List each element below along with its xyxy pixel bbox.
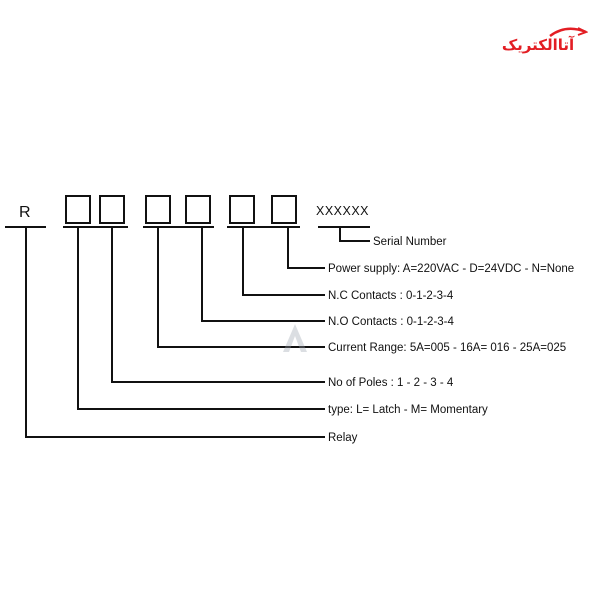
- leader-nc: [242, 227, 325, 296]
- leader-serial: [339, 227, 370, 242]
- label-no-of-poles: No of Poles : 1 - 2 - 3 - 4: [328, 377, 454, 389]
- label-type: type: L= Latch - M= Momentary: [328, 404, 488, 416]
- leader-type: [77, 227, 325, 410]
- leader-relay: [25, 227, 325, 438]
- leader-no: [201, 227, 325, 322]
- code-box-power: [271, 195, 297, 224]
- logo-text: آتاالکتریک: [501, 36, 575, 54]
- code-box-poles: [99, 195, 125, 224]
- label-serial-number: Serial Number: [373, 236, 447, 248]
- label-current-range: Current Range: 5A=005 - 16A= 016 - 25A=0…: [328, 342, 567, 354]
- brand-logo: آتاالکتریک: [488, 22, 588, 62]
- code-box-nc: [229, 195, 255, 224]
- label-power-supply: Power supply: A=220VAC - D=24VDC - N=Non…: [328, 263, 575, 275]
- leader-power: [287, 227, 325, 269]
- code-box-no: [185, 195, 211, 224]
- serial-placeholder: XXXXXX: [316, 204, 370, 218]
- label-no-contacts: N.O Contacts : 0-1-2-3-4: [328, 316, 454, 328]
- logo-swoosh-icon: [549, 27, 588, 38]
- watermark-icon: [283, 324, 307, 352]
- code-box-type: [65, 195, 91, 224]
- leader-poles: [111, 227, 325, 383]
- label-relay: Relay: [328, 432, 358, 444]
- code-box-current: [145, 195, 171, 224]
- label-nc-contacts: N.C Contacts : 0-1-2-3-4: [328, 290, 454, 302]
- prefix-letter: R: [19, 204, 31, 221]
- leader-current: [157, 227, 325, 348]
